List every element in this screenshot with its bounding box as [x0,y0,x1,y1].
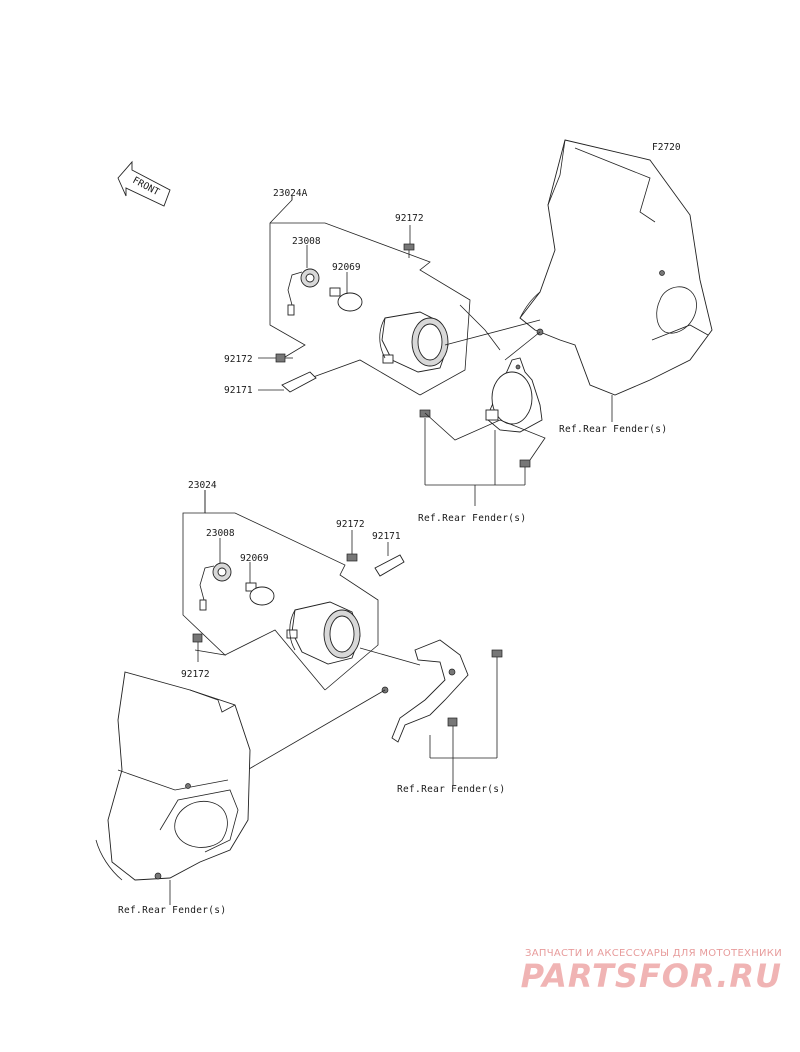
upper-screw-left-label: 92172 [224,354,253,365]
lower-ref-fender-left: Ref.Rear Fender(s) [118,905,226,916]
upper-screw-fender-right [519,459,531,468]
lower-socket-part-label: 23008 [206,528,235,539]
lower-bracket-plate [374,554,405,577]
upper-leaders [258,196,613,506]
upper-bulb-part-label: 92069 [332,262,361,273]
lower-lamp-body [286,601,361,665]
lower-mount-bracket [381,639,503,743]
upper-screw-left [275,353,293,363]
front-arrow-icon: FRONT [117,160,171,207]
rear-fender-lower-left [95,671,251,881]
site-watermark: ЗАПЧАСТИ И АКСЕССУАРЫ ДЛЯ МОТОТЕХНИКИ PA… [482,948,782,993]
watermark-caption: ЗАПЧАСТИ И АКСЕССУАРЫ ДЛЯ МОТОТЕХНИКИ [525,948,782,959]
rear-fender-upper-right [519,139,713,396]
upper-bulb-socket [287,268,320,316]
lower-bulb-part-label: 92069 [240,553,269,564]
figure-code: F2720 [652,142,681,153]
lower-bracket-plate-label: 92171 [372,531,401,542]
lower-assembly-part-label: 23024 [188,480,217,491]
upper-ref-fender-right: Ref.Rear Fender(s) [559,424,667,435]
lower-bulb-socket [199,562,232,611]
upper-bulb [329,287,363,312]
upper-socket-part-label: 23008 [292,236,321,247]
upper-bracket-plate-label: 92171 [224,385,253,396]
lower-bulb [245,582,275,606]
upper-ref-fender-bottom: Ref.Rear Fender(s) [418,513,526,524]
upper-assembly-part-label: 23024A [273,188,308,199]
lower-screw-top-label: 92172 [336,519,365,530]
lower-screw-left-label: 92172 [181,669,210,680]
lower-screw-left [192,633,203,643]
upper-screw-top-label: 92172 [395,213,424,224]
lower-ref-fender-bracket: Ref.Rear Fender(s) [397,784,505,795]
upper-screw-top [403,243,415,258]
upper-lamp-body [379,311,449,373]
upper-ring-bracket [485,357,543,433]
lower-leaders [169,490,498,905]
watermark-logo: PARTSFOR.RU [520,957,782,995]
lower-screw-top [346,553,358,562]
upper-bracket-plate [281,371,317,393]
